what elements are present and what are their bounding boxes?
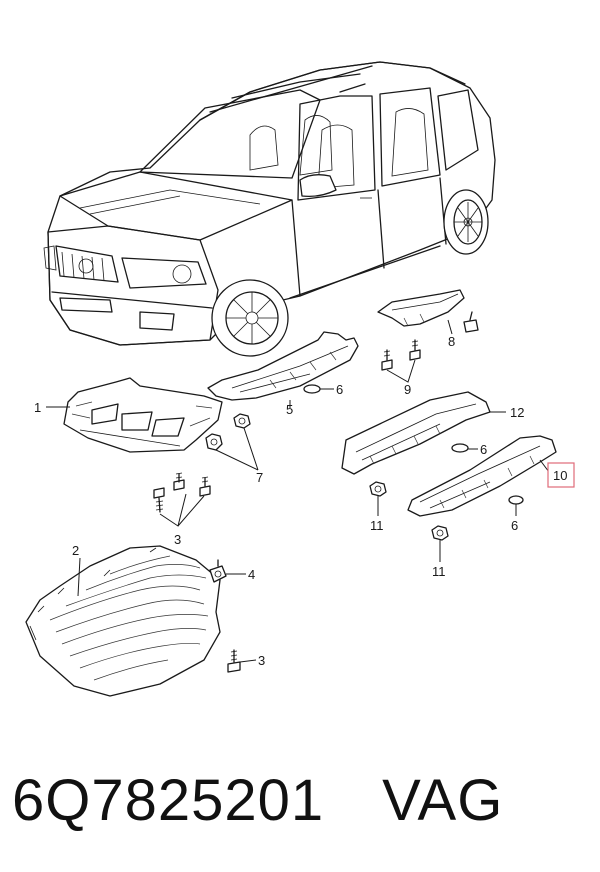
callout-9: 9 (404, 382, 411, 397)
callout-7: 7 (256, 470, 263, 485)
callout-2: 2 (72, 543, 79, 558)
callout-1: 1 (34, 400, 41, 415)
part-1-front-underbody-panel (63, 377, 223, 453)
callout-6a: 6 (336, 382, 343, 397)
washer-6a (303, 384, 321, 394)
callout-12: 12 (510, 405, 524, 420)
callout-11a: 11 (370, 518, 384, 533)
nut-11b (431, 525, 449, 541)
part-number: 6Q7825201 (12, 768, 325, 833)
screw-3a (153, 487, 165, 513)
clip-4 (209, 559, 227, 583)
fasteners (153, 311, 524, 673)
car-illustration (43, 61, 496, 357)
part-12-left-side-panel (341, 391, 491, 475)
nut-11a (369, 481, 387, 497)
callout-10: 10 (553, 468, 567, 483)
callout-4: 4 (248, 567, 255, 582)
part-10-right-side-panel (407, 435, 557, 517)
part-2-engine-undertray (25, 545, 221, 697)
callout-3b: 3 (258, 653, 265, 668)
nut-7b (205, 433, 223, 451)
callout-11b: 11 (432, 564, 446, 579)
part-8-bracket (377, 289, 465, 327)
nut-7a (233, 413, 251, 429)
callout-10-highlight-box (547, 462, 575, 488)
screw-9b (409, 339, 421, 361)
screw-3d (227, 649, 241, 673)
part-info-footer: 6Q7825201 VAG (12, 766, 592, 836)
callout-6c: 6 (511, 518, 518, 533)
bolt-8 (463, 311, 479, 333)
screw-9a (381, 349, 393, 371)
screw-3c (199, 476, 211, 497)
brand-name: VAG (382, 768, 504, 833)
callout-labels: 1 2 3 3 4 5 6 6 6 7 8 9 10 11 11 12 (34, 334, 575, 668)
screw-3b (173, 472, 185, 491)
washer-6c (508, 495, 524, 505)
callout-6b: 6 (480, 442, 487, 457)
leader-lines (46, 319, 553, 663)
part-5-underbody-trim (207, 331, 359, 401)
callout-5: 5 (286, 402, 293, 417)
callout-3a: 3 (174, 532, 181, 547)
washer-6b (451, 443, 469, 453)
exploded-parts-diagram: 1 2 3 3 4 5 6 6 6 7 8 9 10 11 11 12 (25, 61, 575, 697)
callout-8: 8 (448, 334, 455, 349)
